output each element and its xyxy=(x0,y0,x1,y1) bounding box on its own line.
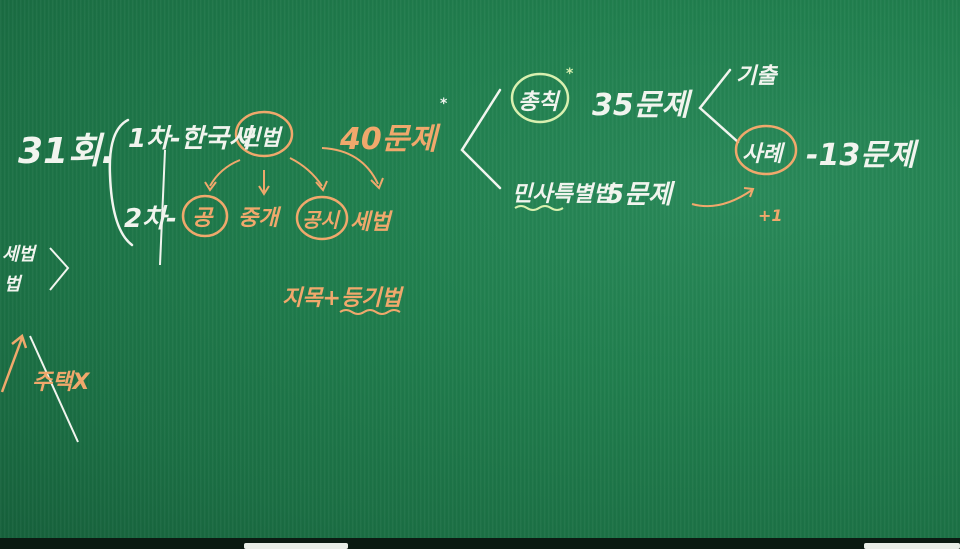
round1-count: 40문제 xyxy=(340,122,437,157)
star-mark: * xyxy=(566,66,574,82)
circle-gong xyxy=(181,194,229,238)
branch-bracket xyxy=(460,88,502,190)
circle-minbeop xyxy=(234,110,294,158)
round2-item3: 공시 xyxy=(302,208,339,232)
wavy-underline-2 xyxy=(514,205,564,211)
circle-gongsi xyxy=(295,195,349,241)
branch-bottom-count: 5문제 xyxy=(606,180,672,210)
right-bracket xyxy=(698,68,740,144)
circle-chongchik xyxy=(510,72,570,124)
asterisk-mark: * xyxy=(440,96,448,112)
arrow-3 xyxy=(289,157,323,187)
left-chevron xyxy=(49,247,70,291)
left-note-2: 법 xyxy=(4,274,21,295)
round2-prefix: 2차- xyxy=(124,204,177,234)
divider-line xyxy=(159,149,166,266)
left-note-3: 주택X xyxy=(32,370,90,395)
arrow-right xyxy=(691,189,753,208)
left-arrow xyxy=(0,337,24,393)
arrow-4 xyxy=(321,147,379,185)
branch-top: 총칙 xyxy=(518,90,559,115)
arrow-1 xyxy=(209,159,241,187)
round1-label: 1차-한국사 xyxy=(128,124,253,154)
exam-label: 31회. xyxy=(18,131,115,172)
board-frame-bottom xyxy=(0,538,960,549)
wavy-underline xyxy=(339,309,401,315)
light-bar-left xyxy=(244,543,348,549)
round2-item1: 공 xyxy=(192,206,213,231)
light-bar-right xyxy=(864,543,960,549)
right-mid: 사례 xyxy=(742,142,783,167)
left-note-1: 세법 xyxy=(2,244,36,265)
right-top: 기출 xyxy=(736,64,777,89)
right-mid-count: -13문제 xyxy=(806,138,916,173)
sub-note: 지목+등기법 xyxy=(282,286,402,311)
brace-left xyxy=(108,118,134,247)
round2-item4: 세법 xyxy=(350,210,391,235)
left-line xyxy=(29,335,79,443)
branch-top-count: 35문제 xyxy=(592,88,689,123)
circle-sarye xyxy=(734,124,798,176)
round1-highlight: 민법 xyxy=(240,126,281,151)
right-plus: +1 xyxy=(758,206,783,225)
round2-item2: 중개 xyxy=(238,206,279,231)
branch-bottom: 민사특별법 xyxy=(512,182,614,207)
